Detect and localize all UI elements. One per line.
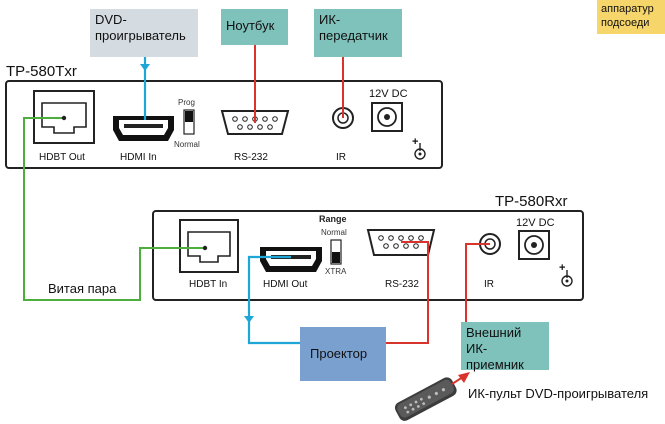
ir-remote-icon <box>394 377 457 421</box>
ir-receiver-callout: Внешний ИК-приемник <box>461 322 549 372</box>
tx-ground-icon: + <box>412 136 426 160</box>
tx-power-jack <box>371 102 403 132</box>
rx-range-switch <box>330 239 342 265</box>
corner-note: аппаратур подсоеди <box>597 0 665 34</box>
rx-switch-normal-label: Normal <box>321 228 347 237</box>
projector-callout: Проектор <box>300 327 386 381</box>
rx-switch-xtra-label: XTRA <box>325 267 347 276</box>
twisted-pair-label: Витая пара <box>48 281 117 296</box>
rx-power-label: 12V DC <box>516 217 555 229</box>
svg-text:+: + <box>412 136 418 148</box>
rx-hdmi-port <box>260 247 322 272</box>
ir-transmitter-callout: ИК- передатчик <box>314 9 402 57</box>
rx-ground-icon: + <box>559 262 573 287</box>
tx-switch-normal-label: Normal <box>174 140 200 149</box>
ir-receiver-callout-line2: ИК-приемник <box>466 341 524 372</box>
dvd-player-callout-line2: проигрыватель <box>95 28 186 43</box>
rx-chassis <box>152 210 584 301</box>
hdbt-rx-connector-dot <box>202 245 208 251</box>
corner-note-line2: подсоеди <box>601 17 650 29</box>
corner-note-line1: аппаратур <box>601 3 654 15</box>
laptop-callout: Ноутбук <box>221 9 288 45</box>
tx-chassis <box>5 80 443 169</box>
dvd-player-callout-line1: DVD- <box>95 12 127 27</box>
tx-model-label: TP-580Txr <box>6 63 77 80</box>
rx-hdmi-label: HDMI Out <box>263 279 308 290</box>
ir-receiver-callout-line1: Внешний <box>466 325 522 340</box>
rx-hdbt-port <box>179 219 239 273</box>
ir-transmitter-callout-line1: ИК- <box>319 12 341 27</box>
tx-ir-label: IR <box>336 152 346 163</box>
projector-hdmi-cable <box>247 255 300 345</box>
rx-switch-range-label: Range <box>319 214 347 224</box>
rx-ir-label: IR <box>484 279 494 290</box>
rx-rs232-label: RS-232 <box>385 279 419 290</box>
ir-receiver-cable <box>465 243 490 322</box>
tx-hdmi-label: HDMI In <box>120 152 157 163</box>
projector-rs232-cable <box>386 241 429 344</box>
tx-power-label: 12V DC <box>369 88 408 100</box>
dvd-player-callout: DVD- проигрыватель <box>90 9 198 57</box>
rx-model-label: TP-580Rxr <box>495 193 568 210</box>
tx-hdbt-label: HDBT Out <box>39 152 85 163</box>
tx-mode-switch <box>183 109 195 135</box>
tx-rs232-label: RS-232 <box>234 152 268 163</box>
projector-hdmi-arrow <box>244 316 254 323</box>
hdbt-twisted-pair-cable <box>23 117 205 301</box>
hdbt-tx-connector-dot <box>61 115 67 121</box>
rx-power-jack <box>518 230 550 260</box>
tx-hdmi-port <box>113 116 174 141</box>
ir-transmitter-callout-line2: передатчик <box>319 28 388 43</box>
laptop-callout-label: Ноутбук <box>226 18 275 33</box>
dvd-hdmi-arrow <box>140 64 150 71</box>
projector-callout-label: Проектор <box>310 346 368 361</box>
ir-remote-label: ИК-пульт DVD-проигрывателя <box>468 386 649 401</box>
ir-signal-arrowhead <box>458 372 470 383</box>
svg-text:+: + <box>559 262 565 274</box>
rx-hdbt-label: HDBT In <box>189 279 227 290</box>
tx-switch-prog-label: Prog <box>178 98 195 107</box>
